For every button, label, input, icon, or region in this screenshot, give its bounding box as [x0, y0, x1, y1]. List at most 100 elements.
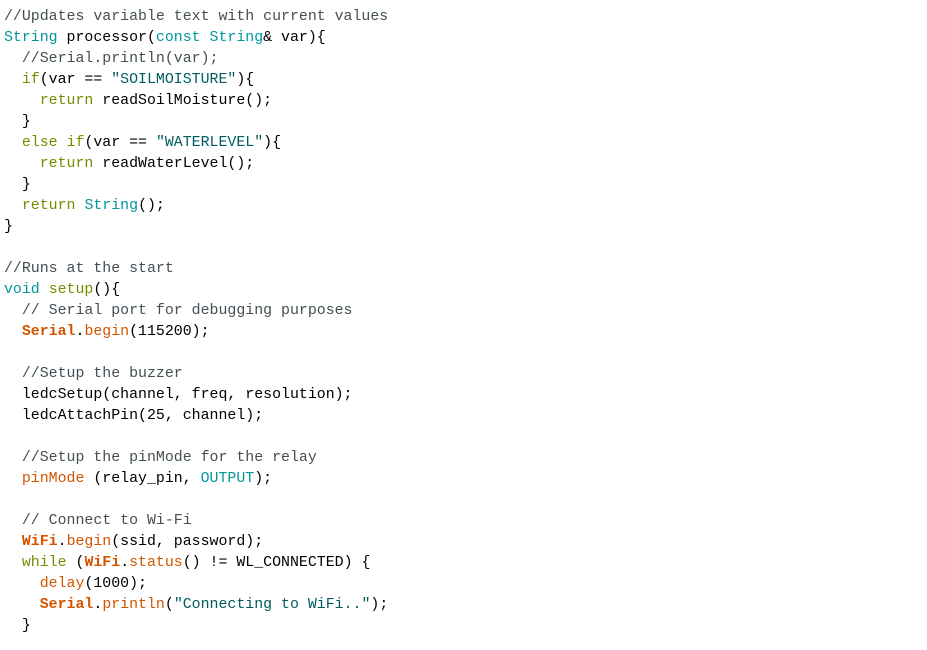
object-token: Serial — [39, 597, 94, 613]
code-line: return readSoilMoisture(); — [4, 91, 388, 112]
code-line — [4, 490, 388, 511]
function-token: delay — [39, 576, 85, 592]
code-text — [4, 471, 22, 487]
code-text: readWaterLevel(); — [93, 156, 255, 172]
code-text: . — [120, 555, 130, 571]
code-text — [4, 534, 22, 550]
code-line: ledcAttachPin(25, channel); — [4, 406, 388, 427]
code-line — [4, 427, 388, 448]
code-text — [4, 576, 40, 592]
code-text: ( — [164, 597, 174, 613]
code-line — [4, 343, 388, 364]
type-token: void — [4, 282, 40, 298]
code-text: ledcSetup(channel, freq, resolution); — [4, 387, 353, 403]
code-line: String processor(const String& var){ — [4, 28, 388, 49]
code-line: Serial.begin(115200); — [4, 322, 388, 343]
code-text — [4, 72, 22, 88]
keyword-token: if — [66, 135, 85, 151]
code-text — [4, 198, 22, 214]
code-text: } — [4, 219, 13, 235]
code-text: ){ — [263, 135, 282, 151]
keyword-token: while — [21, 555, 67, 571]
keyword-token: return — [39, 93, 94, 109]
code-text: } — [4, 177, 31, 193]
code-text: . — [75, 324, 85, 340]
code-line: } — [4, 217, 388, 238]
code-text: ){ — [236, 72, 255, 88]
type-token: String — [4, 30, 58, 46]
code-line: delay(1000); — [4, 574, 388, 595]
code-text: ( — [66, 555, 85, 571]
code-text — [40, 282, 49, 298]
object-token: Serial — [21, 324, 76, 340]
type-token: String — [84, 198, 139, 214]
code-text: (var == — [39, 72, 112, 88]
code-line: else if(var == "WATERLEVEL"){ — [4, 133, 388, 154]
function-token: begin — [66, 534, 112, 550]
code-line: //Updates variable text with current val… — [4, 7, 388, 28]
code-editor[interactable]: //Updates variable text with current val… — [4, 7, 388, 637]
code-line: WiFi.begin(ssid, password); — [4, 532, 388, 553]
code-text — [4, 135, 22, 151]
keyword-token: else — [21, 135, 58, 151]
code-text — [4, 555, 22, 571]
code-text: } — [4, 114, 31, 130]
code-line: //Serial.println(var); — [4, 49, 388, 70]
code-text: () != WL_CONNECTED) { — [182, 555, 371, 571]
code-line: } — [4, 175, 388, 196]
comment-token: // Connect to Wi-Fi — [4, 513, 192, 529]
type-token: OUTPUT — [200, 471, 255, 487]
code-line: return String(); — [4, 196, 388, 217]
code-text: (ssid, password); — [111, 534, 264, 550]
function-token: println — [102, 597, 165, 613]
code-line: ledcSetup(channel, freq, resolution); — [4, 385, 388, 406]
function-token: begin — [84, 324, 130, 340]
code-line: //Setup the buzzer — [4, 364, 388, 385]
string-literal: "Connecting to WiFi.." — [173, 597, 371, 613]
code-text: (1000); — [84, 576, 147, 592]
keyword-token: return — [21, 198, 76, 214]
code-text: processor( — [57, 30, 156, 46]
code-text — [4, 324, 22, 340]
type-token: const — [155, 30, 201, 46]
comment-token: //Setup the pinMode for the relay — [4, 450, 317, 466]
code-text: (){ — [93, 282, 121, 298]
code-text: ledcAttachPin(25, channel); — [4, 408, 264, 424]
function-token: pinMode — [21, 471, 85, 487]
type-token: String — [209, 30, 264, 46]
code-line: while (WiFi.status() != WL_CONNECTED) { — [4, 553, 388, 574]
code-text — [58, 135, 67, 151]
code-line: void setup(){ — [4, 280, 388, 301]
code-line: // Connect to Wi-Fi — [4, 511, 388, 532]
code-line: return readWaterLevel(); — [4, 154, 388, 175]
code-text: ); — [254, 471, 273, 487]
keyword-token: if — [21, 72, 40, 88]
code-text: (var == — [84, 135, 156, 151]
code-text: (); — [138, 198, 165, 214]
comment-token: //Updates variable text with current val… — [4, 9, 389, 25]
comment-token: // Serial port for debugging purposes — [4, 303, 353, 319]
code-text: ); — [370, 597, 389, 613]
code-text: (115200); — [129, 324, 210, 340]
code-text — [4, 156, 40, 172]
code-line: pinMode (relay_pin, OUTPUT); — [4, 469, 388, 490]
comment-token: //Serial.println(var); — [4, 51, 219, 67]
object-token: WiFi — [21, 534, 58, 550]
code-line: } — [4, 112, 388, 133]
code-line: Serial.println("Connecting to WiFi.."); — [4, 595, 389, 616]
keyword-token: return — [39, 156, 94, 172]
comment-token: //Setup the buzzer — [4, 366, 183, 382]
code-text: } — [4, 618, 31, 634]
code-text: . — [57, 534, 67, 550]
code-text: readSoilMoisture(); — [93, 93, 273, 109]
keyword-token: setup — [48, 282, 94, 298]
code-line: //Setup the pinMode for the relay — [4, 448, 388, 469]
object-token: WiFi — [84, 555, 121, 571]
code-line — [4, 238, 388, 259]
code-text: & var){ — [263, 30, 326, 46]
string-literal: "WATERLEVEL" — [155, 135, 264, 151]
code-text: . — [93, 597, 103, 613]
string-literal: "SOILMOISTURE" — [111, 72, 237, 88]
code-line: } — [4, 616, 388, 637]
comment-token: //Runs at the start — [4, 261, 174, 277]
